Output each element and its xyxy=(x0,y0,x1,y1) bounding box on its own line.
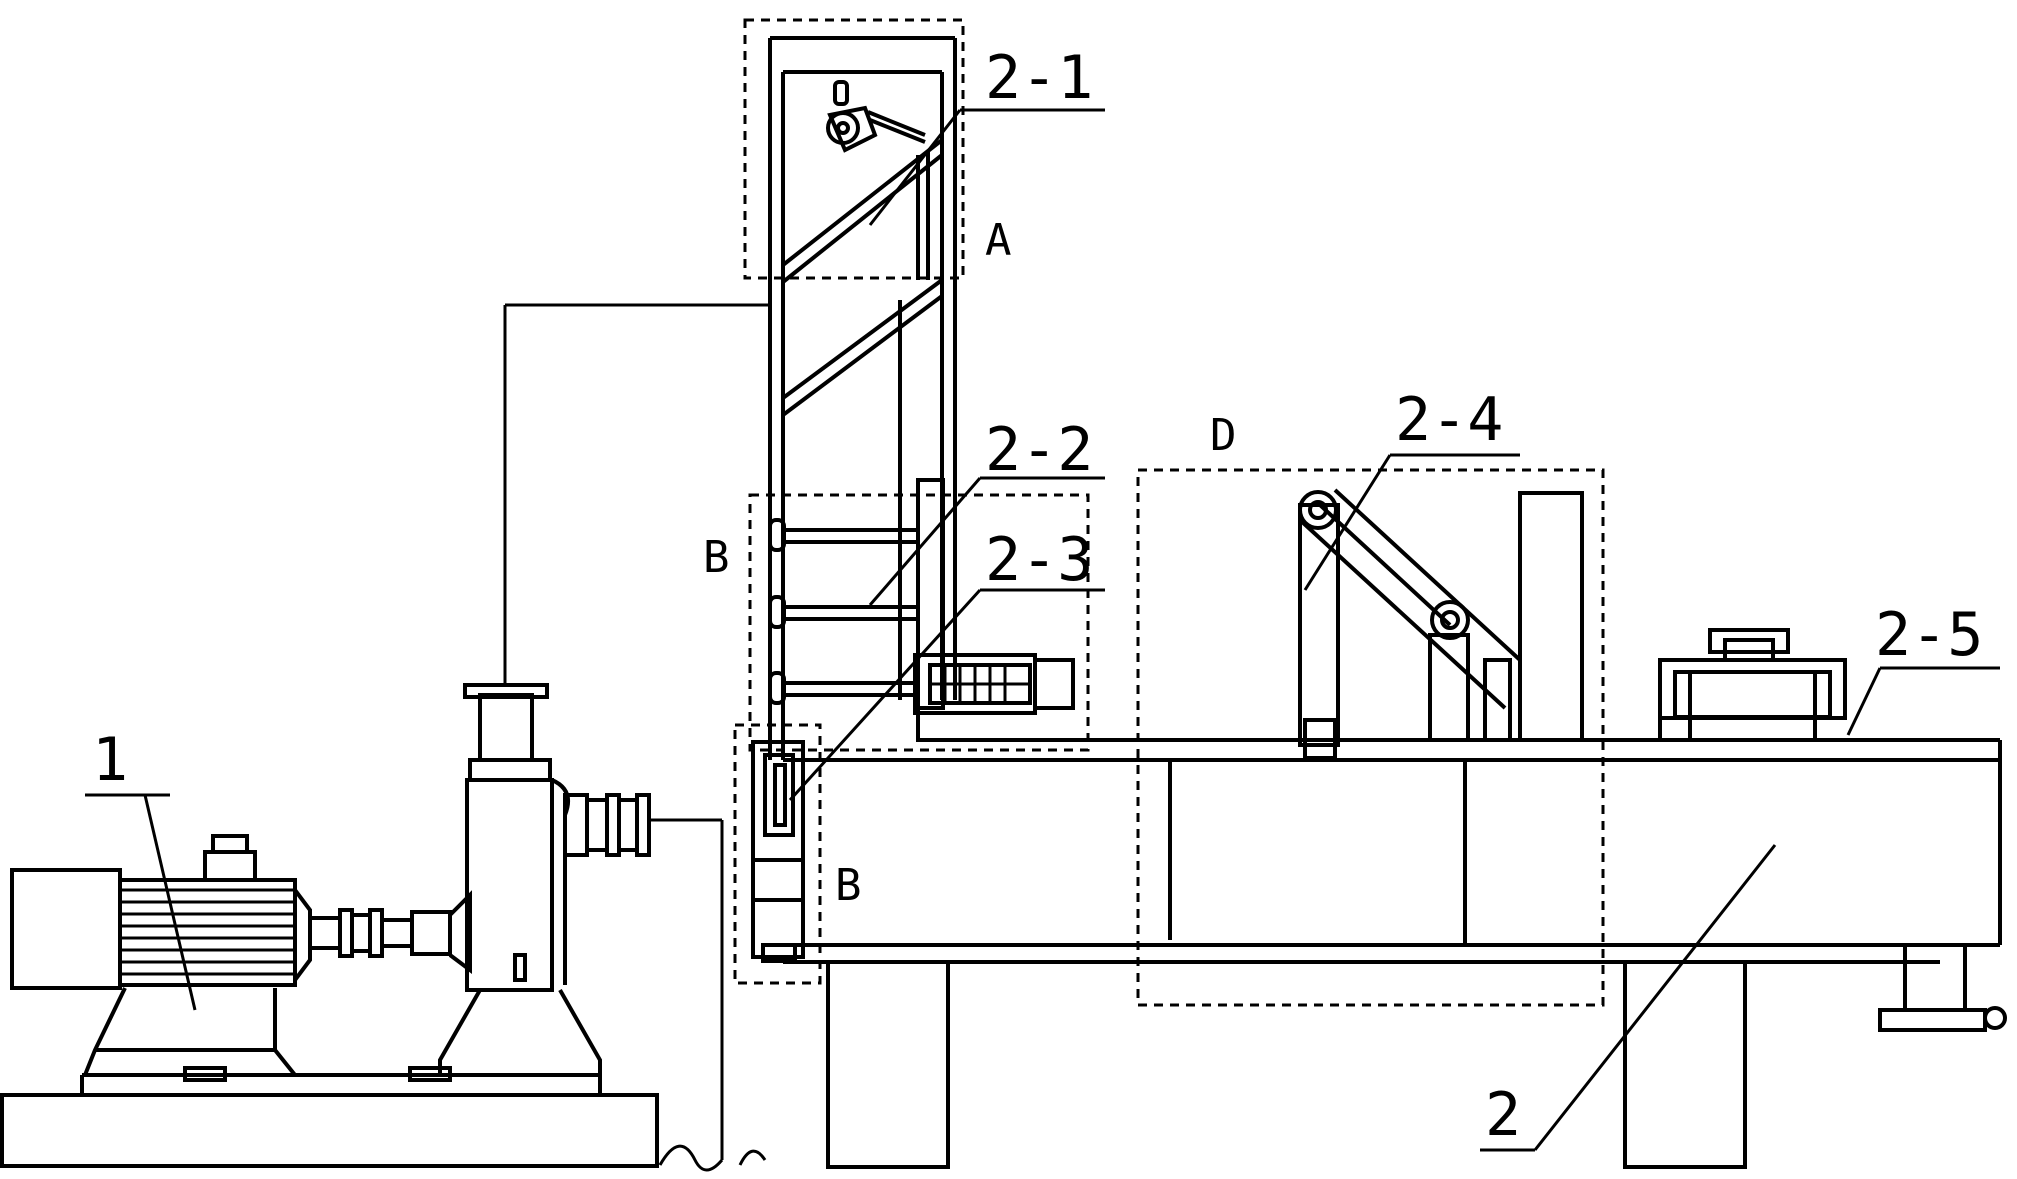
main-tank xyxy=(783,628,2007,1032)
detail-box-b-lower xyxy=(733,723,822,985)
label-2: 2 xyxy=(1485,1080,1521,1150)
heater-unit xyxy=(913,653,1075,715)
leader-lines xyxy=(85,108,2000,1152)
label-a: A xyxy=(985,215,1012,266)
label-2-1: 2-1 xyxy=(985,43,1093,113)
tank-legs xyxy=(826,960,1747,1169)
label-1: 1 xyxy=(92,725,128,795)
pump xyxy=(438,683,651,1075)
detail-boxes xyxy=(733,18,1605,1007)
tower-frame xyxy=(768,36,957,760)
detail-box-b-upper xyxy=(748,493,1090,752)
linkage-arm xyxy=(1298,488,1584,760)
swing-mechanism xyxy=(826,80,926,153)
coupling xyxy=(308,890,472,974)
suction-pipe xyxy=(503,303,770,685)
label-2-5: 2-5 xyxy=(1875,600,1983,670)
detail-box-d xyxy=(1136,468,1605,1007)
motor xyxy=(10,834,312,1077)
pump-base xyxy=(0,1066,659,1168)
discharge-pipe xyxy=(649,818,767,1172)
label-d: D xyxy=(1210,410,1237,461)
label-2-2: 2-2 xyxy=(985,415,1093,485)
label-2-4: 2-4 xyxy=(1395,385,1503,455)
label-2-3: 2-3 xyxy=(985,525,1093,595)
detail-box-a xyxy=(743,18,965,280)
label-b-upper: B xyxy=(703,532,730,583)
label-b-lower: B xyxy=(835,860,862,911)
valves xyxy=(768,478,1580,742)
lower-valve xyxy=(751,740,805,963)
